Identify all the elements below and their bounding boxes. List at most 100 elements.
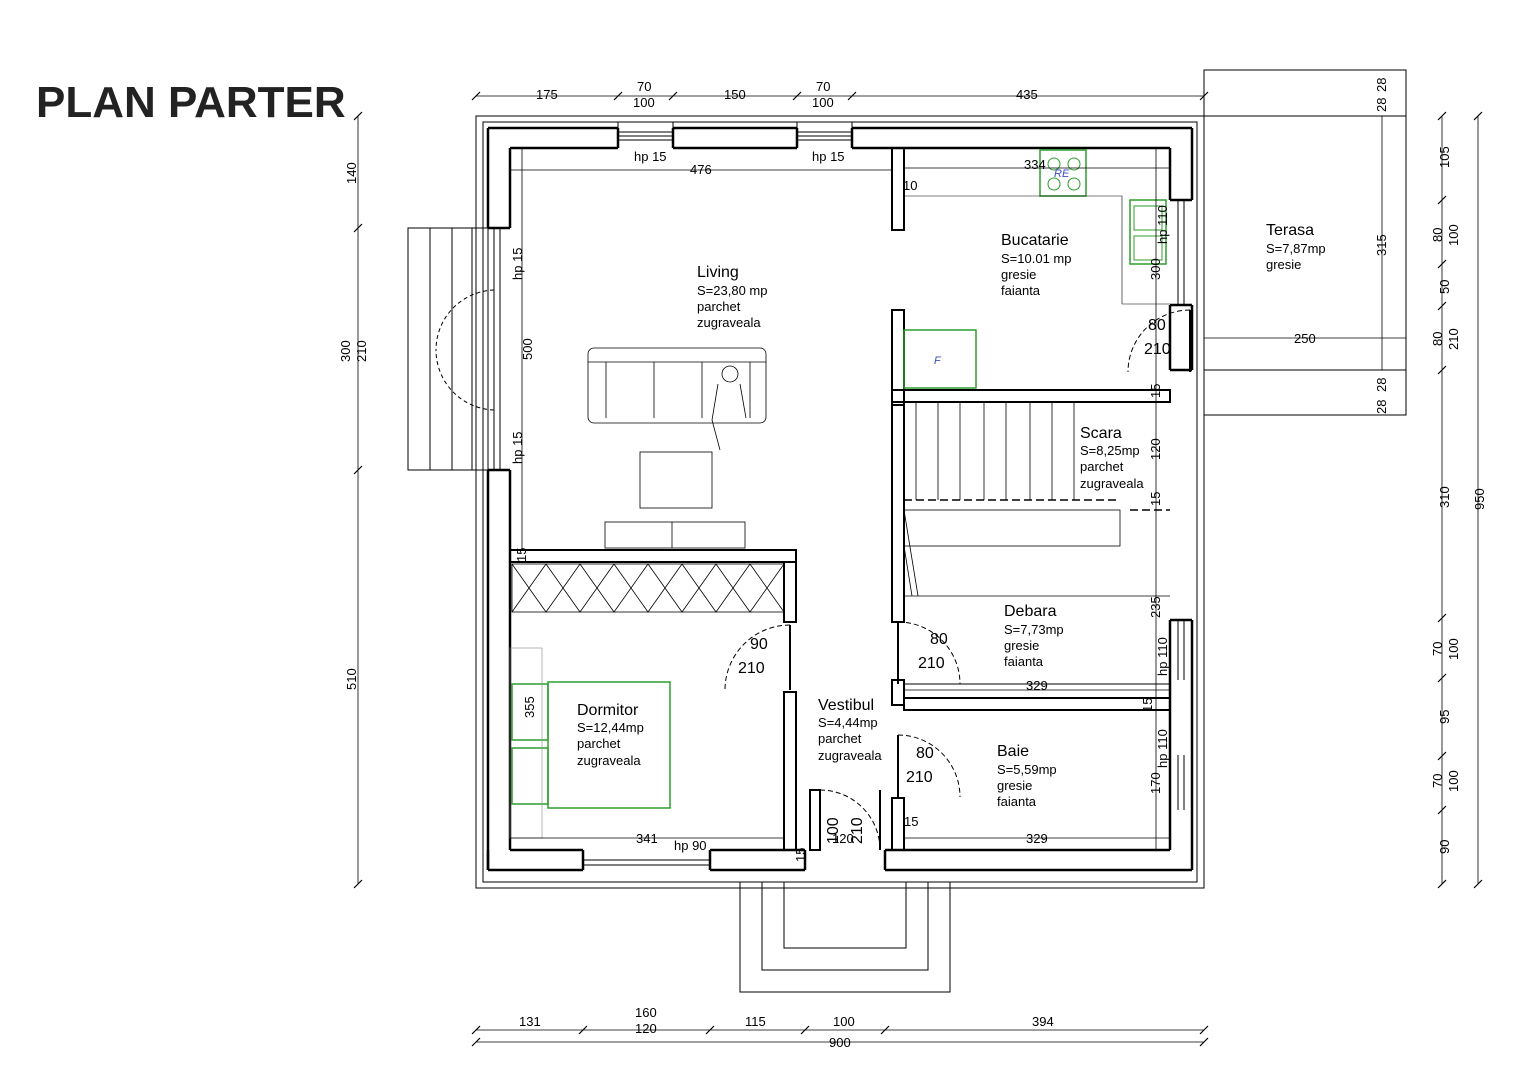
plan-title: PLAN PARTER bbox=[36, 78, 346, 127]
room-floor: gresie bbox=[1266, 257, 1301, 272]
dim-bot-394: 394 bbox=[1032, 1014, 1054, 1029]
room-name: Terasa bbox=[1266, 222, 1314, 239]
staircase bbox=[903, 402, 1170, 597]
dim-329-a: 329 bbox=[1026, 678, 1048, 693]
dim-210-debara-door: 210 bbox=[918, 655, 945, 672]
dim-170: 170 bbox=[1148, 772, 1163, 794]
dim-hp15-a: hp 15 bbox=[634, 149, 667, 164]
dim-120: 120 bbox=[1148, 438, 1163, 460]
room-area: S=8,25mp bbox=[1080, 443, 1140, 458]
dim-top-100a: 100 bbox=[633, 95, 655, 110]
room-area: S=5,59mp bbox=[997, 762, 1057, 777]
dim-bot-160: 160 bbox=[635, 1005, 657, 1020]
room-area: S=4,44mp bbox=[818, 715, 878, 730]
dim-hp90: hp 90 bbox=[674, 838, 707, 853]
dim-right-28b: 28 bbox=[1374, 400, 1389, 414]
dim-right-28a: 28 bbox=[1374, 378, 1389, 392]
dim-hp15-b: hp 15 bbox=[812, 149, 845, 164]
dim-80-kitchen-door: 80 bbox=[1148, 317, 1166, 334]
exterior-walls bbox=[475, 115, 1205, 889]
dim-15-c: 15 bbox=[514, 548, 529, 562]
dim-355: 355 bbox=[522, 696, 537, 718]
dim-80-baie-door: 80 bbox=[916, 745, 934, 762]
room-area: S=10.01 mp bbox=[1001, 251, 1071, 266]
dim-top-435: 435 bbox=[1016, 87, 1038, 102]
dim-bot-120: 120 bbox=[635, 1021, 657, 1036]
room-walls: faianta bbox=[1004, 654, 1044, 669]
room-area: S=23,80 mp bbox=[697, 283, 767, 298]
right-terrace bbox=[1203, 69, 1407, 416]
dim-right-100b: 100 bbox=[1446, 638, 1461, 660]
dim-120-entry: 120 bbox=[832, 831, 854, 846]
dim-left-140: 140 bbox=[344, 162, 359, 184]
room-living: Living S=23,80 mp parchet zugraveala bbox=[697, 264, 767, 330]
room-walls: zugraveala bbox=[577, 753, 641, 768]
dim-top-150: 150 bbox=[724, 87, 746, 102]
dim-15-e: 15 bbox=[904, 814, 918, 829]
dim-210-entry-door: 210 bbox=[849, 817, 866, 844]
dim-hp110-b: hp 110 bbox=[1155, 637, 1170, 676]
dim-right-50: 50 bbox=[1437, 280, 1452, 294]
dim-90-dormitor-door: 90 bbox=[750, 636, 768, 653]
dim-bot-900: 900 bbox=[829, 1035, 851, 1050]
dim-bot-115: 115 bbox=[745, 1014, 766, 1029]
dim-right-80a: 80 bbox=[1430, 228, 1445, 242]
dim-210-kitchen-door: 210 bbox=[1144, 341, 1171, 358]
room-name: Debara bbox=[1004, 603, 1057, 620]
dim-210-baie-door: 210 bbox=[906, 769, 933, 786]
room-floor: gresie bbox=[1004, 638, 1039, 653]
room-floor: parchet bbox=[1080, 459, 1124, 474]
dim-left-300: 300 bbox=[338, 340, 353, 362]
dim-right-310: 310 bbox=[1437, 486, 1452, 508]
dim-15-a: 15 bbox=[1148, 384, 1163, 398]
room-walls: faianta bbox=[1001, 283, 1041, 298]
dim-top-28a: 28 bbox=[1374, 98, 1389, 112]
dimension-labels: 175 70 100 150 70 100 435 28 28 131 160 … bbox=[338, 78, 1487, 1050]
room-area: S=7,73mp bbox=[1004, 622, 1064, 637]
dim-left-510: 510 bbox=[344, 668, 359, 690]
room-terasa: Terasa S=7,87mp gresie bbox=[1266, 222, 1326, 272]
dim-terrace-315: 315 bbox=[1374, 234, 1389, 256]
dim-top-70b: 70 bbox=[816, 79, 830, 94]
wardrobe bbox=[511, 563, 785, 613]
room-name: Baie bbox=[997, 743, 1029, 760]
dim-bot-131: 131 bbox=[519, 1014, 541, 1029]
dim-top-70a: 70 bbox=[637, 79, 651, 94]
dim-100-entry-door: 100 bbox=[825, 817, 842, 844]
dim-hp15-d: hp 15 bbox=[510, 431, 525, 464]
room-name: Dormitor bbox=[577, 702, 639, 719]
room-area: S=12,44mp bbox=[577, 720, 644, 735]
room-name: Bucatarie bbox=[1001, 232, 1069, 249]
dim-300: 300 bbox=[1148, 258, 1163, 280]
dim-15-b: 15 bbox=[1148, 492, 1163, 506]
dim-476: 476 bbox=[690, 162, 712, 177]
fridge-label: F bbox=[934, 355, 942, 367]
kitchen-appliances: RE F bbox=[903, 149, 1170, 389]
dim-right-70a: 70 bbox=[1430, 642, 1445, 656]
dim-right-100c: 100 bbox=[1446, 770, 1461, 792]
stove-label: RE bbox=[1054, 168, 1070, 180]
dim-left-210: 210 bbox=[354, 340, 369, 362]
dim-right-210: 210 bbox=[1446, 328, 1461, 350]
doors bbox=[724, 309, 1191, 851]
dim-hp110-c: hp 110 bbox=[1155, 729, 1170, 768]
dim-10: 10 bbox=[903, 178, 917, 193]
dim-terrace-250: 250 bbox=[1294, 331, 1316, 346]
left-balcony bbox=[407, 227, 495, 471]
room-scara: Scara S=8,25mp parchet zugraveala bbox=[1080, 425, 1144, 491]
room-bucatarie: Bucatarie S=10.01 mp gresie faianta bbox=[1001, 232, 1071, 298]
room-floor: parchet bbox=[697, 299, 741, 314]
room-walls: zugraveala bbox=[697, 315, 761, 330]
dim-right-80b: 80 bbox=[1430, 332, 1445, 346]
room-debara: Debara S=7,73mp gresie faianta bbox=[1004, 603, 1064, 669]
dim-bot-100: 100 bbox=[833, 1014, 855, 1029]
dim-right-950: 950 bbox=[1472, 488, 1487, 510]
dim-right-70b: 70 bbox=[1430, 774, 1445, 788]
room-name: Scara bbox=[1080, 425, 1122, 442]
room-area: S=7,87mp bbox=[1266, 241, 1326, 256]
dim-top-100b: 100 bbox=[812, 95, 834, 110]
room-floor: gresie bbox=[1001, 267, 1036, 282]
door-leaves bbox=[789, 310, 1191, 850]
dim-hp110-a: hp 110 bbox=[1155, 205, 1170, 244]
dim-top-28b: 28 bbox=[1374, 78, 1389, 92]
